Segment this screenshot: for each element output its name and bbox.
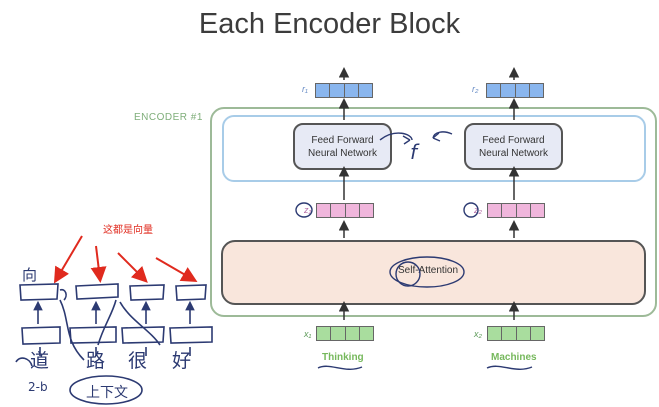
handwritten-word-4: 好 [172, 350, 192, 372]
output-symbol-1: r₁ [302, 84, 308, 94]
handwritten-word-1: 道 [30, 350, 50, 372]
handwritten-sketch [15, 283, 213, 405]
output-vector-1 [315, 83, 373, 98]
input-word-2: Machines [491, 352, 537, 363]
handwritten-note-2b: 2-b [28, 380, 48, 394]
z-vector-1 [316, 203, 374, 218]
self-attention-label: Self-Attention [398, 265, 459, 276]
output-symbol-2: r₂ [472, 84, 479, 94]
input-word-1: Thinking [322, 352, 364, 363]
ffn-label-line2: Neural Network [308, 147, 377, 159]
handwritten-word-3: 很 [128, 350, 148, 372]
input-symbol-1: x₁ [304, 329, 312, 339]
annotation-vectors-note: 这都是向量 [103, 225, 153, 236]
page-title: Each Encoder Block [198, 8, 461, 40]
input-vector-1 [316, 326, 374, 341]
handwritten-context-note: 上下文 [86, 385, 128, 401]
ffn-box-2: Feed Forward Neural Network [464, 123, 563, 170]
handwritten-top-char: 向 [22, 266, 38, 284]
annotation-red-arrows [53, 235, 198, 284]
ffn-label-line2: Neural Network [479, 147, 548, 159]
handwritten-word-2: 路 [86, 350, 106, 372]
handwritten-marks [295, 131, 533, 370]
output-vector-2 [486, 83, 544, 98]
ffn-label-line1: Feed Forward [482, 134, 545, 146]
encoder-label: ENCODER #1 [134, 112, 203, 123]
z-symbol-1: z₁ [304, 205, 312, 215]
data-flow-arrows [338, 67, 520, 320]
z-vector-2 [487, 203, 545, 218]
feed-forward-layer [222, 115, 646, 182]
self-attention-layer [221, 240, 646, 305]
handwritten-f: f [410, 140, 418, 164]
input-vector-2 [487, 326, 545, 341]
encoder-block [210, 107, 657, 317]
input-symbol-2: x₂ [474, 329, 482, 339]
ffn-label-line1: Feed Forward [311, 134, 374, 146]
